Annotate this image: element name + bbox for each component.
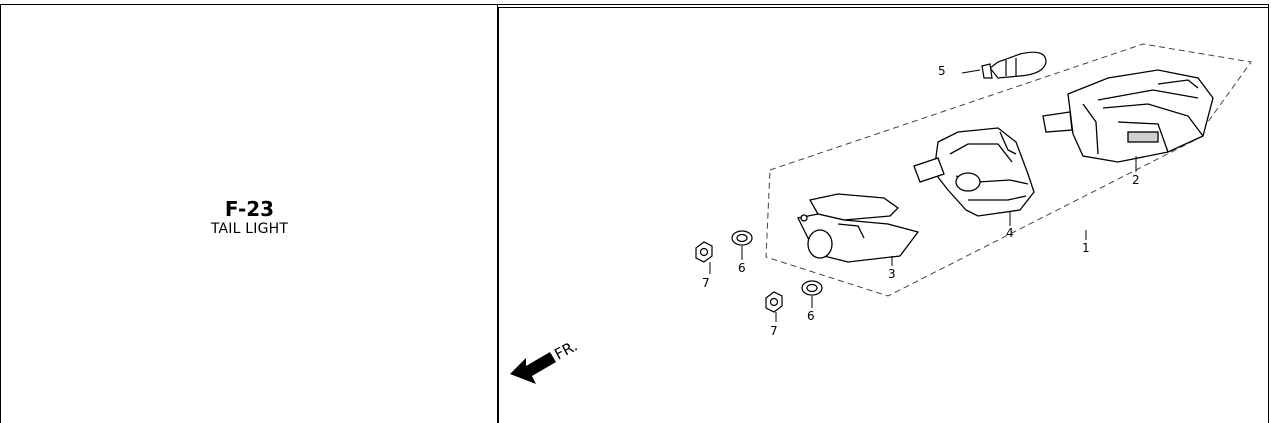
diagram-frame <box>498 7 1269 423</box>
socket-part-3 <box>797 193 920 263</box>
figure-title: TAIL LIGHT <box>210 221 289 237</box>
part-label-6b: 6 <box>807 309 815 323</box>
part-label-5: 5 <box>938 64 946 78</box>
lens-part-2 <box>1042 69 1214 163</box>
washer-part-6a <box>731 230 753 246</box>
assembly-outline <box>765 43 1252 297</box>
part-label-6a: 6 <box>738 261 746 275</box>
bulb-part-5 <box>981 51 1047 79</box>
front-arrow-icon <box>510 352 556 384</box>
nut-part-7a <box>695 241 713 263</box>
part-label-7a: 7 <box>702 276 710 290</box>
part-label-4: 4 <box>1006 226 1014 240</box>
part-label-1: 1 <box>1082 241 1090 255</box>
leader-lines <box>709 69 1137 322</box>
nut-part-7b <box>765 291 783 313</box>
part-label-7b: 7 <box>770 324 778 338</box>
housing-part-4 <box>913 127 1035 217</box>
figure-code: F-23 <box>224 197 275 221</box>
title-block: F-23 TAIL LIGHT <box>1 197 498 237</box>
diagram-panel: 5 2 4 1 3 6 7 6 7 FR. <box>498 4 1269 423</box>
front-direction-label: FR. <box>551 337 580 364</box>
part-label-2: 2 <box>1132 173 1140 187</box>
title-panel: F-23 TAIL LIGHT <box>1 5 498 423</box>
washer-part-6b <box>801 280 823 296</box>
exploded-diagram: 5 2 4 1 3 6 7 6 7 FR. <box>510 43 1252 384</box>
part-label-3: 3 <box>888 267 896 281</box>
